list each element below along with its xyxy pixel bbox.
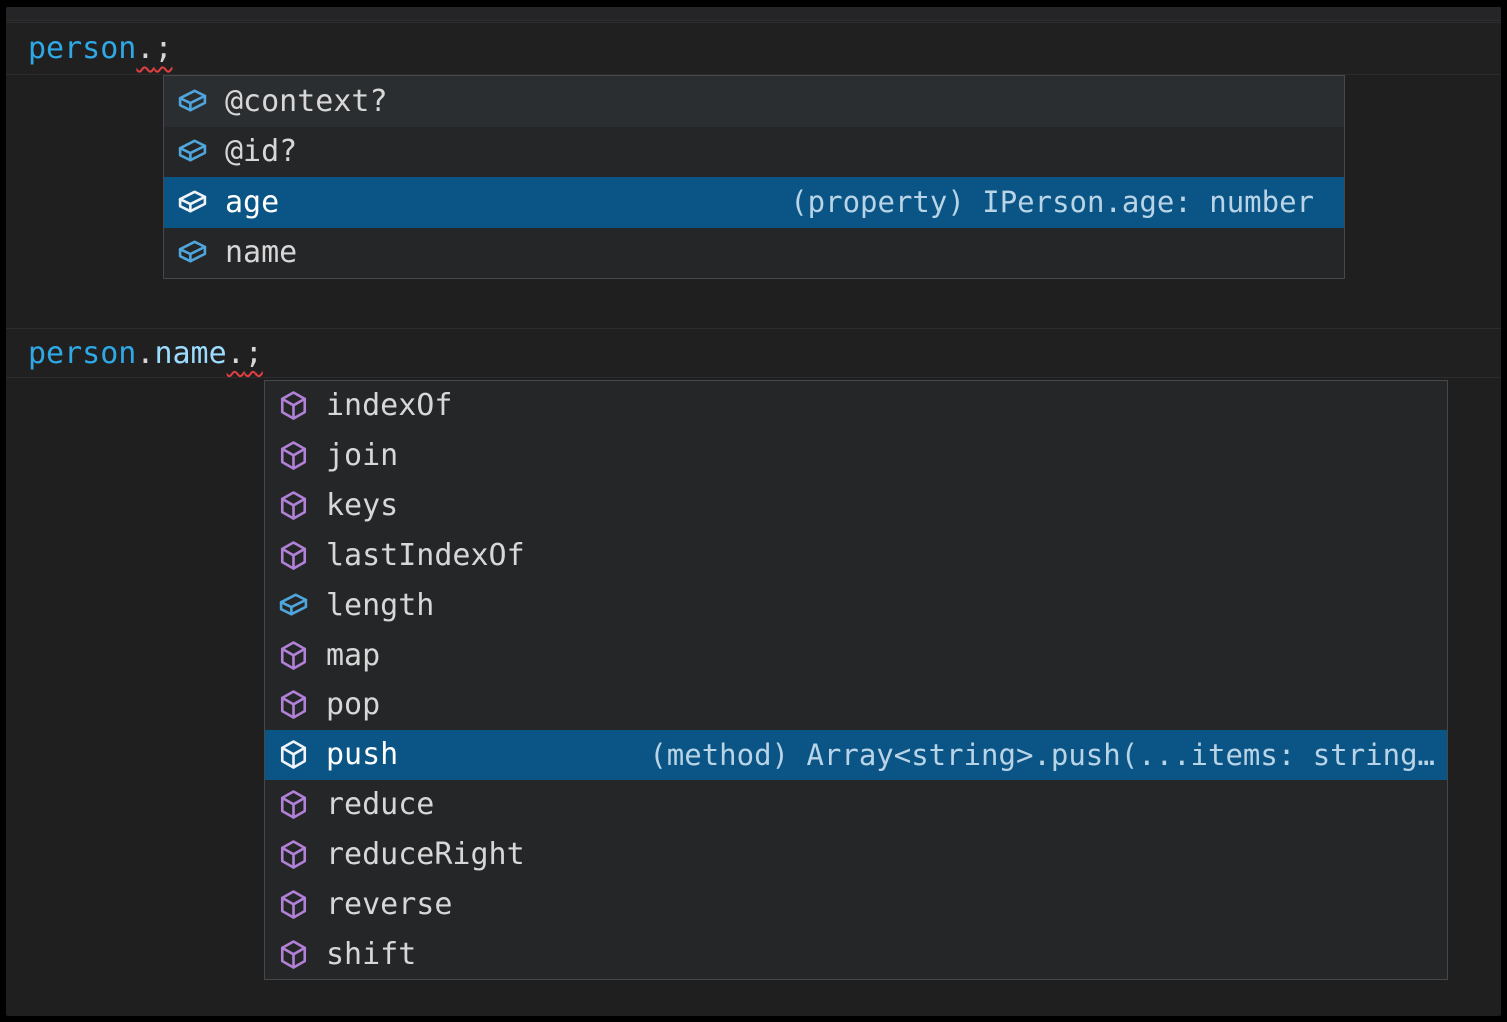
suggestion-item[interactable]: join xyxy=(265,431,1447,481)
method-icon xyxy=(278,440,309,471)
suggestion-item[interactable]: reduce xyxy=(265,780,1447,830)
editor-top-strip xyxy=(6,7,1501,21)
code-token-property: name xyxy=(154,336,226,371)
suggestion-item[interactable]: @context? xyxy=(164,76,1344,127)
code-line-1[interactable]: person.; xyxy=(6,22,1501,75)
suggestion-label: lastIndexOf xyxy=(326,538,525,573)
field-icon xyxy=(177,136,208,167)
suggestion-label: join xyxy=(326,438,398,473)
suggestion-label: reduceRight xyxy=(326,837,525,872)
method-icon xyxy=(278,839,309,870)
suggestion-item[interactable]: lastIndexOf xyxy=(265,530,1447,580)
suggestion-label: shift xyxy=(326,937,416,972)
method-icon xyxy=(278,390,309,421)
suggest-widget-properties: @context? @id? age (property) IPerson.ag… xyxy=(163,75,1345,279)
suggestion-item[interactable]: keys xyxy=(265,481,1447,531)
suggestion-item[interactable]: indexOf xyxy=(265,381,1447,431)
method-icon xyxy=(278,490,309,521)
suggestion-label: pop xyxy=(326,687,380,722)
suggest-widget-string-members: indexOf join keys lastIndexOf length map… xyxy=(264,380,1448,980)
suggestion-label: age xyxy=(225,185,279,220)
suggestion-detail: (method) Array<string>.push(...items: st… xyxy=(649,738,1435,772)
code-token-object: person xyxy=(28,336,136,371)
method-icon xyxy=(278,739,309,770)
suggestion-item-selected[interactable]: push (method) Array<string>.push(...item… xyxy=(265,730,1447,780)
method-icon xyxy=(278,889,309,920)
suggestion-label: @context? xyxy=(225,84,388,119)
field-icon xyxy=(177,237,208,268)
code-token-dot: . xyxy=(136,336,154,371)
suggestion-item[interactable]: name xyxy=(164,228,1344,279)
field-icon xyxy=(278,590,309,621)
code-line-2[interactable]: person.name.; xyxy=(6,328,1501,378)
code-token-semicolon: ; xyxy=(154,31,172,66)
suggestion-label: name xyxy=(225,235,297,270)
suggestion-item[interactable]: reverse xyxy=(265,879,1447,929)
suggestion-label: push xyxy=(326,737,398,772)
suggestion-item[interactable]: pop xyxy=(265,680,1447,730)
code-token-dot: . xyxy=(136,31,154,66)
suggestion-item-selected[interactable]: age (property) IPerson.age: number xyxy=(164,177,1344,228)
method-icon xyxy=(278,789,309,820)
suggestion-label: keys xyxy=(326,488,398,523)
suggestion-item[interactable]: shift xyxy=(265,929,1447,979)
suggestion-item[interactable]: @id? xyxy=(164,127,1344,178)
suggestion-label: indexOf xyxy=(326,388,452,423)
suggestion-item[interactable]: length xyxy=(265,580,1447,630)
suggestion-detail: (property) IPerson.age: number xyxy=(790,185,1332,219)
method-icon xyxy=(278,540,309,571)
field-icon xyxy=(177,86,208,117)
code-token-dot: . xyxy=(227,336,245,371)
method-icon xyxy=(278,689,309,720)
method-icon xyxy=(278,939,309,970)
suggestion-label: length xyxy=(326,588,434,623)
code-token-object: person xyxy=(28,31,136,66)
suggestion-label: @id? xyxy=(225,134,297,169)
code-editor[interactable]: person.; @context? @id? age (property) I… xyxy=(6,7,1501,1016)
suggestion-label: reduce xyxy=(326,787,434,822)
suggestion-label: reverse xyxy=(326,887,452,922)
suggestion-label: map xyxy=(326,638,380,673)
suggestion-item[interactable]: reduceRight xyxy=(265,829,1447,879)
code-token-semicolon: ; xyxy=(245,336,263,371)
suggestion-item[interactable]: map xyxy=(265,630,1447,680)
method-icon xyxy=(278,640,309,671)
field-icon xyxy=(177,187,208,218)
